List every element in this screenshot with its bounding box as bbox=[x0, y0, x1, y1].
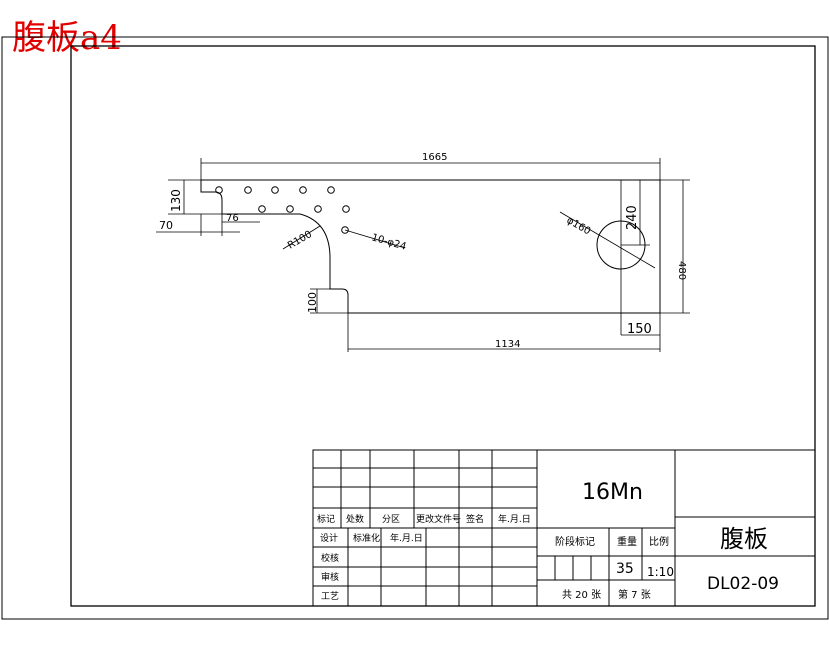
title-block bbox=[312, 449, 816, 607]
process-label: 工艺 bbox=[321, 591, 339, 602]
check-label: 校核 bbox=[321, 552, 339, 564]
dim-480: 480 bbox=[676, 261, 687, 280]
hole-pattern bbox=[215, 186, 350, 234]
dim-phi160: φ160 bbox=[565, 215, 593, 237]
rev-header-date: 年.月.日 bbox=[498, 513, 531, 525]
dimensions bbox=[156, 158, 690, 352]
weight-value: 35 bbox=[616, 561, 634, 577]
drawing-number: DL02-09 bbox=[707, 574, 779, 594]
rev-header-sign: 签名 bbox=[466, 513, 484, 525]
outer-border bbox=[1, 36, 829, 620]
sheet-title: 腹板a4 bbox=[12, 18, 122, 58]
circle-dia-leader bbox=[559, 211, 656, 269]
scale-label: 比例 bbox=[649, 535, 669, 548]
hole bbox=[244, 186, 252, 194]
sheets-total: 共 20 张 bbox=[562, 589, 601, 601]
stage-label: 阶段标记 bbox=[555, 535, 595, 548]
hole bbox=[342, 205, 350, 213]
rev-header-mark: 标记 bbox=[317, 513, 335, 525]
part-name: 腹板 bbox=[720, 525, 768, 553]
rev-header-count: 处数 bbox=[346, 513, 364, 525]
standardize-label: 标准化 bbox=[353, 532, 380, 544]
dim-76: 76 bbox=[226, 213, 239, 224]
hole bbox=[286, 205, 294, 213]
review-label: 审核 bbox=[321, 571, 339, 583]
scale-value: 1:10 bbox=[647, 565, 674, 579]
dim-130: 130 bbox=[169, 189, 183, 212]
hole bbox=[299, 186, 307, 194]
dim-240: 240 bbox=[625, 205, 640, 230]
hole bbox=[271, 186, 279, 194]
part-outline bbox=[200, 179, 661, 314]
sheet-no: 第 7 张 bbox=[618, 588, 651, 601]
dim-100: 100 bbox=[306, 292, 319, 313]
dim-1134: 1134 bbox=[495, 339, 520, 350]
dim-holes: 10-φ24 bbox=[370, 232, 407, 252]
weight-label: 重量 bbox=[617, 535, 637, 548]
design-label: 设计 bbox=[320, 532, 338, 544]
dimension-labels: 1665 130 70 76 R100 10-φ24 φ160 240 480 … bbox=[159, 152, 687, 350]
dim-r100: R100 bbox=[286, 229, 314, 252]
title-block-text: 16Mn 腹板 DL02-09 标记 处数 分区 更改文件号 签名 年.月.日 … bbox=[317, 480, 779, 602]
dim-70: 70 bbox=[159, 219, 173, 232]
rev-header-doc: 更改文件号 bbox=[416, 513, 461, 525]
dim-1665: 1665 bbox=[422, 152, 447, 163]
hole bbox=[327, 186, 335, 194]
hole bbox=[314, 205, 322, 213]
hole bbox=[341, 226, 349, 234]
hole bbox=[215, 186, 223, 194]
material: 16Mn bbox=[582, 480, 643, 505]
hole bbox=[258, 205, 266, 213]
rev-header-zone: 分区 bbox=[382, 514, 400, 525]
dim-150: 150 bbox=[627, 322, 652, 337]
design-date-label: 年.月.日 bbox=[390, 532, 423, 544]
